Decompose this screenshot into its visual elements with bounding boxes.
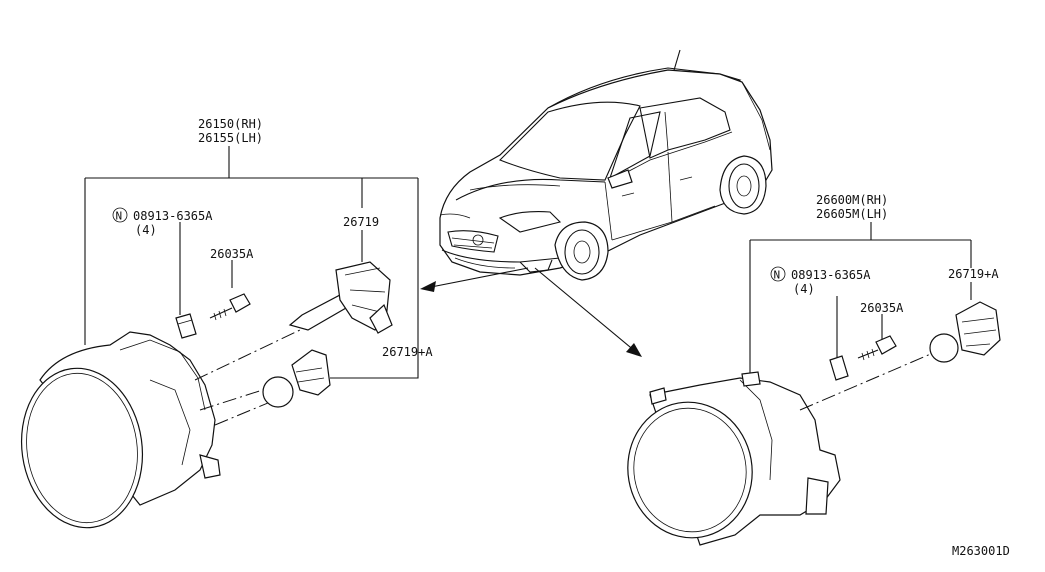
left-nut-marker: N (116, 210, 123, 223)
left-bracket (84, 146, 419, 379)
left-screw (209, 293, 251, 321)
left-screw-label: 26035A (210, 247, 254, 261)
right-part-rh: 26600M(RH) (816, 193, 888, 207)
right-screw (857, 335, 897, 361)
left-socket-26719A (262, 349, 331, 408)
right-nut-marker-icon (770, 266, 786, 282)
right-assembly (627, 222, 1001, 546)
right-socket-label: 26719+A (948, 267, 999, 281)
left-nut-code: 08913-6365A (133, 209, 213, 223)
left-nut-qty: (4) (135, 223, 157, 237)
left-fog-lamp (20, 331, 221, 529)
right-nut-marker: N (774, 269, 781, 282)
left-bulb-label: 26719 (343, 215, 379, 229)
right-screw-label: 26035A (860, 301, 904, 315)
left-clip-nut (175, 313, 197, 339)
right-nut-qty: (4) (793, 282, 815, 296)
right-fog-lamp (627, 371, 841, 546)
right-socket-26719A (929, 301, 1001, 363)
pointer-arrows (420, 267, 642, 357)
left-part-rh: 26150(RH) (198, 117, 263, 131)
left-labels: 26150(RH) 26155(LH) N 08913-6365A (4) 26… (112, 117, 433, 359)
right-nut-code: 08913-6365A (791, 268, 871, 282)
left-nut-marker-icon (112, 207, 128, 223)
left-part-lh: 26155(LH) (198, 131, 263, 145)
right-part-lh: 26605M(LH) (816, 207, 888, 221)
left-bulb-26719 (288, 261, 393, 334)
right-clip-nut (829, 355, 849, 381)
right-labels: 26600M(RH) 26605M(LH) N 08913-6365A (4) … (770, 193, 999, 315)
figure-code: M263001D (952, 544, 1010, 558)
left-assembly (20, 146, 419, 529)
vehicle-illustration (439, 49, 773, 281)
right-bracket (749, 222, 972, 385)
left-socket-label: 26719+A (382, 345, 433, 359)
